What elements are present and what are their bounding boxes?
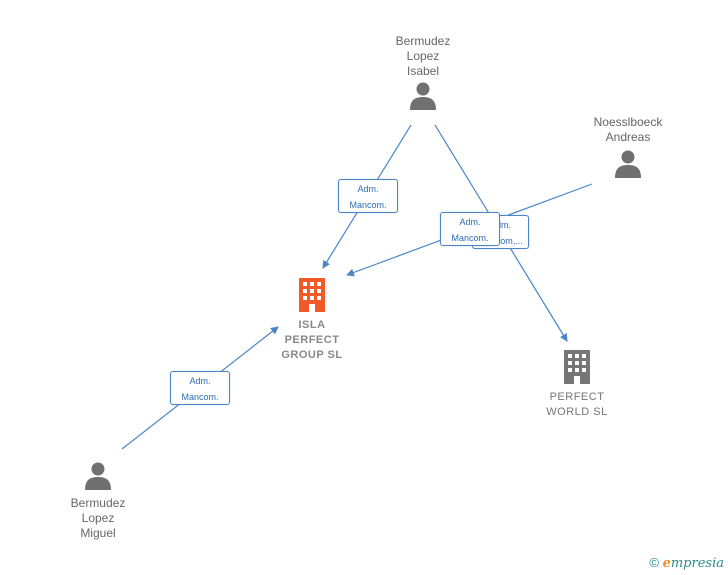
person-node-miguel[interactable]: Bermudez Lopez Miguel: [48, 461, 148, 541]
brand-initial: e: [662, 556, 671, 571]
company-node-world[interactable]: PERFECT WORLD SL: [527, 349, 627, 420]
role-label-isabel-isla[interactable]: Adm. Mancom.: [338, 179, 398, 213]
person-label-isabel: Bermudez Lopez Isabel: [395, 34, 451, 78]
person-label-miguel: Bermudez Lopez Miguel: [70, 496, 126, 540]
company-label-isla: ISLA PERFECT GROUP SL: [281, 319, 343, 361]
role-label-miguel-isla[interactable]: Adm. Mancom.: [170, 371, 230, 405]
person-icon: [615, 150, 641, 178]
person-node-isabel[interactable]: Bermudez Lopez Isabel: [373, 34, 473, 116]
brand-logo: empresia: [663, 556, 724, 571]
company-node-isla[interactable]: ISLA PERFECT GROUP SL: [262, 277, 362, 363]
company-label-world: PERFECT WORLD SL: [546, 391, 608, 418]
building-icon: [299, 278, 325, 312]
person-node-andreas[interactable]: Noesslboeck Andreas: [578, 115, 678, 184]
brand-name: mpresia: [670, 556, 724, 571]
brand-footer: © empresia: [649, 555, 724, 571]
person-icon: [410, 82, 436, 110]
building-icon: [564, 350, 590, 384]
copyright-symbol: ©: [649, 555, 659, 570]
person-icon: [85, 462, 111, 490]
person-label-andreas: Noesslboeck Andreas: [593, 115, 663, 144]
role-label-andreas-isla[interactable]: Adm. Mancom.: [440, 212, 500, 246]
